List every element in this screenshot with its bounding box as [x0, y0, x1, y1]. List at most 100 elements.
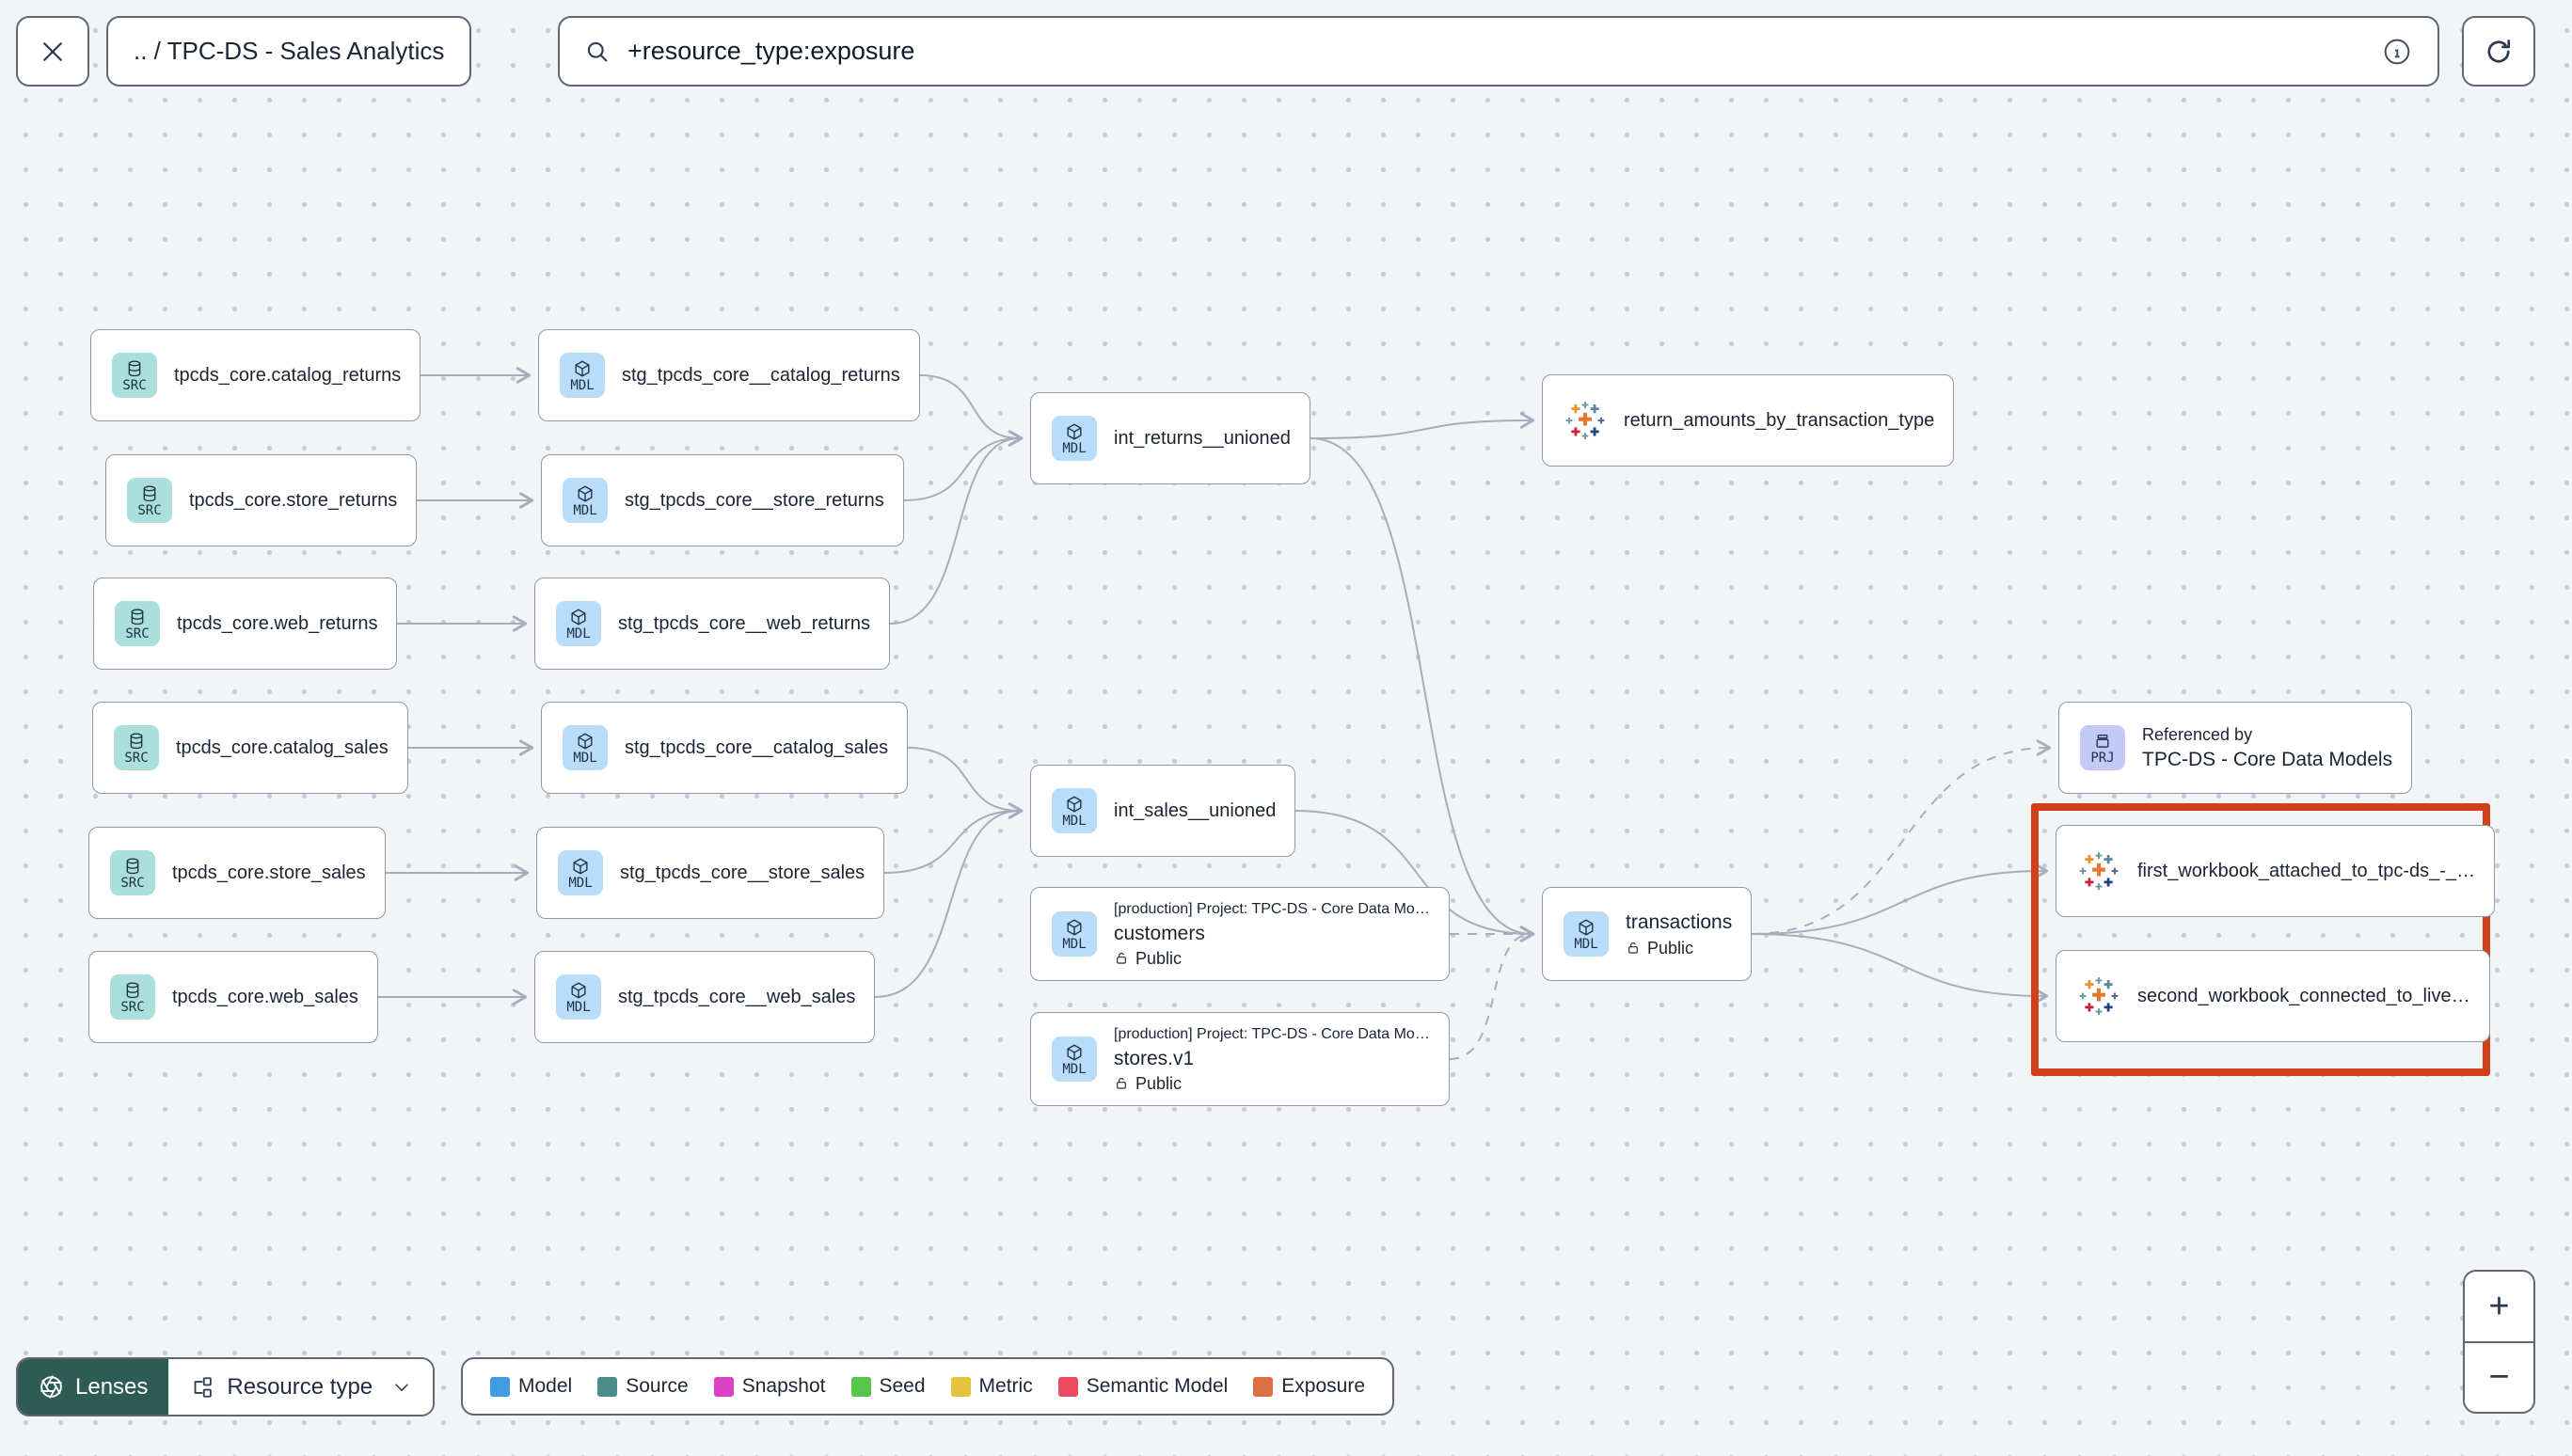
database-icon	[126, 858, 139, 874]
edge-stg-store-sales-to-int-sales-unioned	[883, 802, 1024, 874]
legend-swatch	[1057, 1376, 1078, 1397]
lock-open-icon	[1628, 942, 1638, 954]
info-icon[interactable]	[2381, 36, 2413, 68]
node-project-line: [production] Project: TPC-DS - Core Data…	[1114, 1026, 1430, 1043]
edge-transactions-to-second-workbook	[1751, 933, 2049, 1005]
model-cube-icon	[575, 360, 590, 376]
legend-swatch	[1253, 1376, 1274, 1397]
node-title: stg_tpcds_core__store_sales	[620, 863, 865, 883]
node-stg-store-sales[interactable]: MDL stg_tpcds_core__store_sales	[536, 827, 885, 919]
model-cube-icon	[578, 485, 593, 501]
chevron-down-icon	[395, 1383, 408, 1391]
node-access: Public	[1114, 1074, 1430, 1094]
mdl-badge: MDL	[558, 850, 603, 895]
exposure-highlight-box	[2031, 803, 2490, 1076]
refresh-icon	[2487, 39, 2511, 62]
edge-stg-catalog-sales-to-int-sales-unioned	[907, 747, 1024, 819]
tableau-icon	[2079, 977, 2119, 1015]
mdl-badge: MDL	[1052, 788, 1097, 833]
node-stores-v1[interactable]: MDL [production] Project: TPC-DS - Core D…	[1030, 1012, 1450, 1106]
node-title: stg_tpcds_core__web_sales	[618, 987, 856, 1007]
search-input[interactable]	[627, 37, 2364, 66]
node-first-workbook[interactable]: first_workbook_attached_to_tpc-ds_-_…	[2056, 825, 2496, 917]
node-stg-web-returns[interactable]: MDL stg_tpcds_core__web_returns	[534, 578, 890, 670]
src-badge: SRC	[114, 725, 159, 770]
project-icon	[2096, 734, 2109, 748]
node-src-web-returns[interactable]: SRC tpcds_core.web_returns	[93, 578, 398, 670]
model-cube-icon	[1579, 919, 1594, 935]
lock-open-icon	[1117, 1078, 1126, 1089]
database-icon	[130, 733, 143, 749]
node-title: tpcds_core.web_sales	[172, 987, 358, 1007]
model-cube-icon	[1067, 919, 1082, 935]
edge-stores-v1-to-transactions	[1449, 926, 1535, 1060]
mdl-badge: MDL	[1052, 1037, 1097, 1082]
mdl-badge: MDL	[563, 478, 608, 523]
mdl-badge: MDL	[563, 725, 608, 770]
node-second-workbook[interactable]: second_workbook_connected_to_live…	[2056, 950, 2490, 1042]
node-title: tpcds_core.web_returns	[177, 613, 378, 634]
zoom-out-button[interactable]: −	[2465, 1343, 2533, 1413]
edge-stg-web-sales-to-int-sales-unioned	[874, 802, 1024, 998]
aperture-icon	[40, 1375, 62, 1399]
edge-transactions-to-first-workbook	[1751, 863, 2049, 935]
node-title: stores.v1	[1114, 1047, 1195, 1069]
src-badge: SRC	[112, 353, 157, 398]
refresh-button[interactable]	[2462, 16, 2535, 87]
mdl-badge: MDL	[556, 974, 601, 1020]
src-badge: SRC	[110, 850, 155, 895]
database-icon	[128, 360, 141, 376]
database-icon	[131, 609, 144, 625]
zoom-controls: + −	[2463, 1270, 2535, 1414]
resource-type-dropdown[interactable]: Resource type	[168, 1359, 434, 1415]
node-title: tpcds_core.catalog_sales	[176, 737, 389, 758]
node-title: stg_tpcds_core__store_returns	[625, 490, 884, 511]
legend-item-exposure: Exposure	[1253, 1375, 1365, 1398]
node-int-sales-unioned[interactable]: MDL int_sales__unioned	[1030, 765, 1296, 857]
breadcrumb[interactable]: .. / TPC-DS - Sales Analytics	[106, 16, 472, 87]
legend-item-semantic-model: Semantic Model	[1057, 1375, 1228, 1398]
close-button[interactable]	[16, 16, 89, 87]
node-subtitle: Referenced by	[2142, 724, 2253, 744]
node-stg-web-sales[interactable]: MDL stg_tpcds_core__web_sales	[534, 951, 876, 1043]
legend-item-snapshot: Snapshot	[713, 1375, 826, 1398]
node-return-amounts-by-transaction-type[interactable]: return_amounts_by_transaction_type	[1542, 374, 1955, 467]
node-title: transactions	[1626, 911, 1733, 934]
node-title: second_workbook_connected_to_live…	[2137, 986, 2470, 1006]
edge-int-returns-unioned-to-return-amounts-by-transaction-type	[1310, 412, 1535, 439]
legend-swatch	[490, 1376, 510, 1397]
node-title: customers	[1114, 922, 1205, 944]
mdl-badge: MDL	[1052, 911, 1097, 957]
search-bar[interactable]	[558, 16, 2439, 87]
node-src-catalog-sales[interactable]: SRC tpcds_core.catalog_sales	[92, 702, 408, 794]
node-stg-store-returns[interactable]: MDL stg_tpcds_core__store_returns	[541, 454, 904, 546]
zoom-in-button[interactable]: +	[2465, 1272, 2533, 1341]
node-title: stg_tpcds_core__web_returns	[618, 613, 870, 634]
search-icon	[587, 41, 608, 61]
mdl-badge: MDL	[1564, 911, 1609, 957]
tableau-icon	[1565, 402, 1605, 439]
node-title: int_sales__unioned	[1114, 800, 1277, 821]
resource-type-label: Resource type	[227, 1373, 373, 1400]
lenses-button[interactable]: Lenses	[18, 1359, 169, 1415]
mdl-badge: MDL	[556, 601, 601, 646]
model-cube-icon	[571, 609, 586, 625]
node-project-line: [production] Project: TPC-DS - Core Data…	[1114, 901, 1430, 918]
resource-type-icon	[194, 1376, 213, 1398]
model-cube-icon	[578, 733, 593, 749]
model-cube-icon	[571, 982, 586, 998]
node-customers[interactable]: MDL [production] Project: TPC-DS - Core D…	[1030, 887, 1450, 981]
edge-transactions-to-referenced-by-project	[1751, 739, 2052, 935]
src-badge: SRC	[115, 601, 160, 646]
legend-swatch	[713, 1376, 734, 1397]
